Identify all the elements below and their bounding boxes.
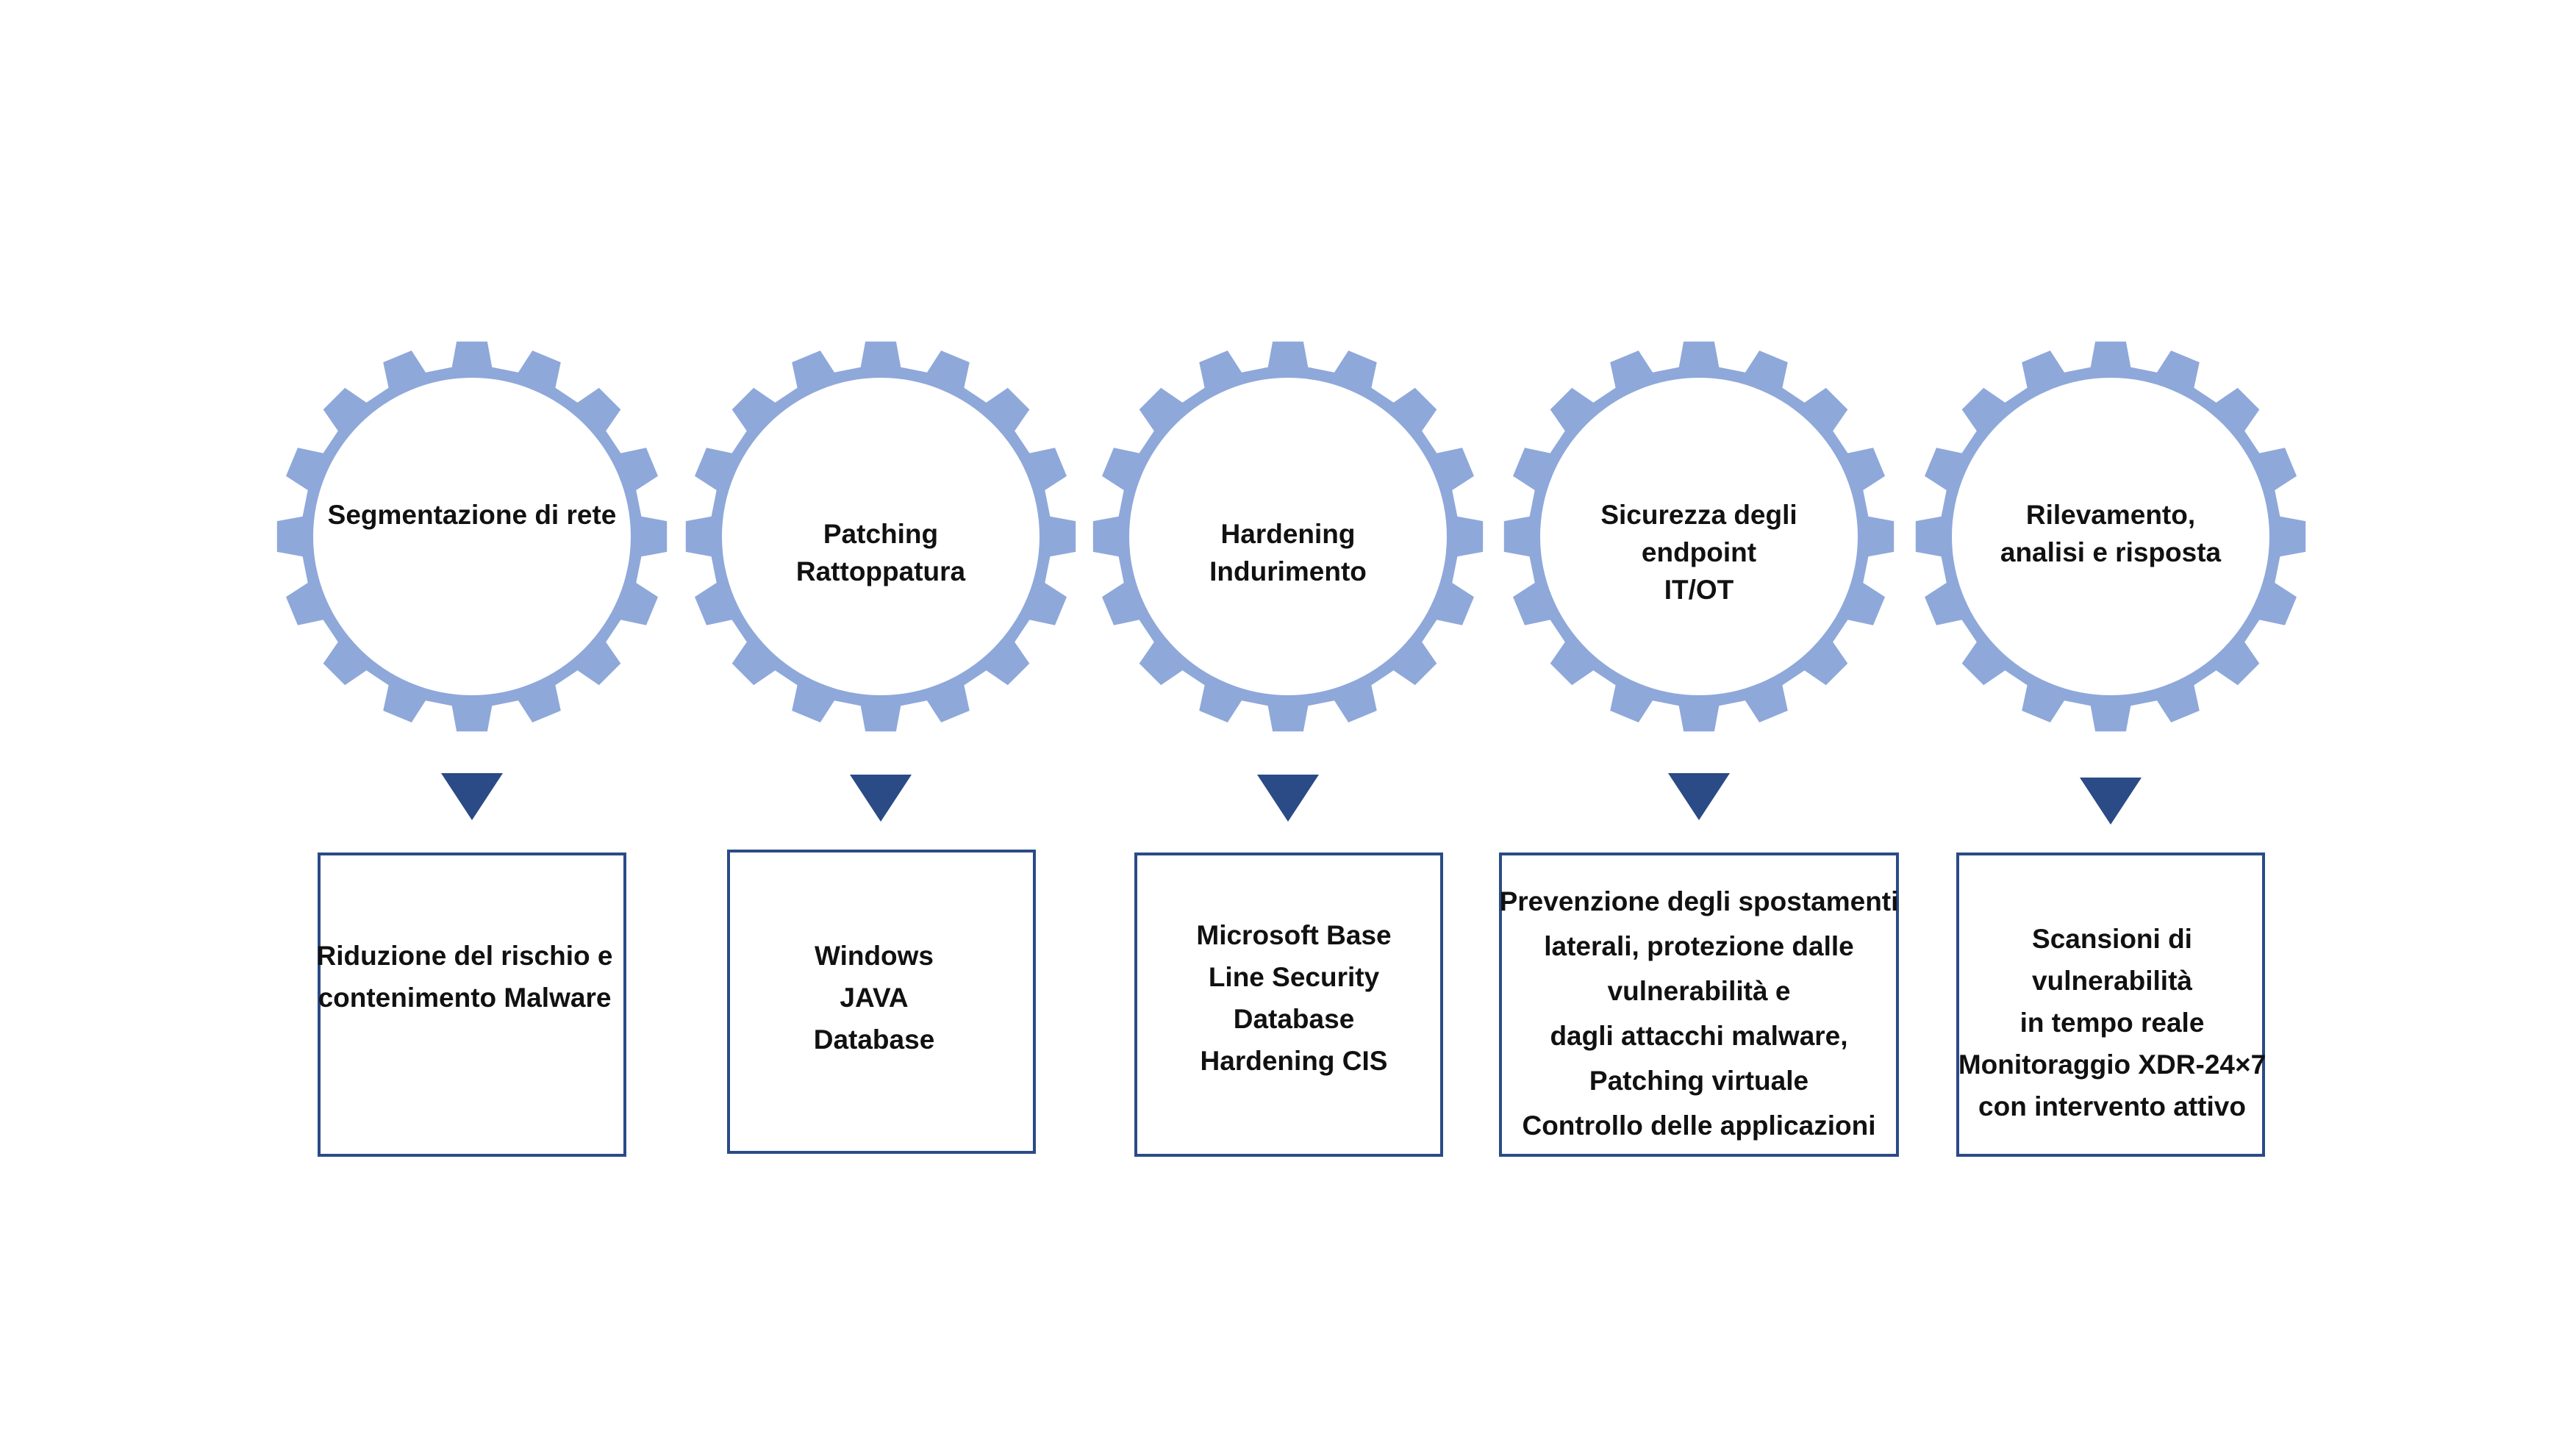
box-text-sicurezza-endpoint: Prevenzione degli spostamenti laterali, … — [1499, 886, 1899, 1141]
box-text-patching: Windows JAVA Database — [813, 941, 935, 1055]
info-box-patching — [727, 850, 1036, 1154]
gear-segmentazione — [276, 341, 668, 732]
gear-label-rilevamento: Rilevamento, analisi e risposta — [2000, 500, 2222, 567]
arrow-down-segmentazione — [441, 773, 503, 820]
gear-label-segmentazione: Segmentazione di rete — [327, 500, 617, 530]
box-text-segmentazione: Riduzione del rischio e contenimento Mal… — [316, 941, 613, 1013]
info-box-rilevamento — [1956, 853, 2265, 1157]
info-box-hardening — [1134, 853, 1443, 1157]
arrow-down-rilevamento — [2080, 778, 2142, 825]
arrow-down-patching — [850, 775, 912, 822]
box-text-rilevamento: Scansioni di vulnerabilità in tempo real… — [1958, 924, 2266, 1121]
arrow-down-hardening — [1257, 775, 1319, 822]
gear-label-hardening: Hardening Indurimento — [1209, 519, 1367, 586]
box-text-hardening: Microsoft Base Line Security Database Ha… — [1196, 920, 1392, 1076]
arrow-down-sicurezza-endpoint — [1668, 773, 1730, 820]
info-box-sicurezza-endpoint — [1499, 853, 1899, 1157]
info-box-segmentazione — [318, 853, 626, 1157]
gear-label-sicurezza-endpoint: Sicurezza degli endpoint IT/OT — [1600, 500, 1797, 605]
gear-label-patching: Patching Rattoppatura — [795, 519, 966, 586]
arrows-layer — [441, 773, 2142, 825]
